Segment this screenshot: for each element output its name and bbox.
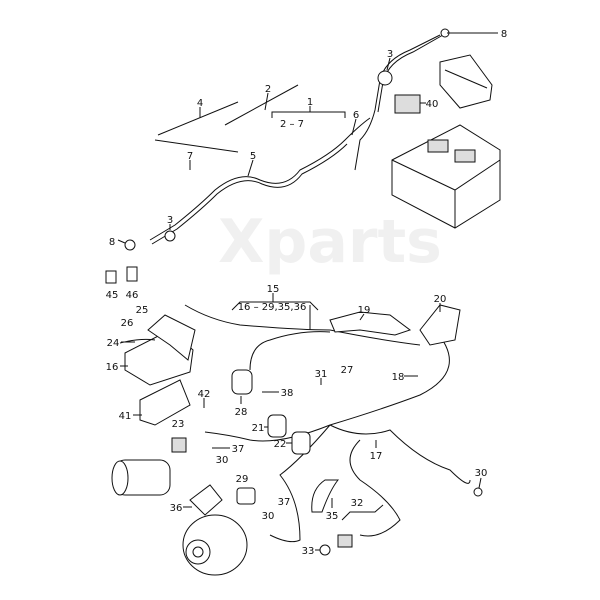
callout-label: 2 [265, 84, 271, 95]
alternator [182, 514, 248, 576]
connector-19 [329, 311, 412, 336]
grommet-3 [164, 230, 176, 242]
starter-motor [111, 459, 171, 496]
connector-29 [236, 487, 256, 505]
callout-label: 30 [216, 455, 229, 466]
callout-label: 26 [121, 318, 134, 329]
clip-46 [126, 266, 138, 282]
cable-tie-2 [224, 84, 299, 126]
connector-21 [267, 414, 287, 438]
connector-28 [231, 369, 253, 395]
callout-label: 41 [119, 411, 132, 422]
connector-23 [171, 437, 187, 453]
callout-label: 5 [250, 151, 256, 162]
callout-label: 18 [392, 372, 405, 383]
connector-22 [291, 431, 311, 455]
callout-label: 28 [235, 407, 248, 418]
hose-35 [311, 479, 340, 513]
callout-label: 2 – 7 [280, 119, 304, 130]
callout-label: 40 [426, 99, 439, 110]
callout-label: 35 [326, 511, 339, 522]
callout-label: 17 [370, 451, 383, 462]
callout-label: 1 [307, 97, 313, 108]
callout-label: 30 [475, 468, 488, 479]
leader-lines [117, 32, 498, 551]
callout-label: 29 [236, 474, 249, 485]
harness-1-b [151, 143, 348, 245]
callout-label: 38 [281, 388, 294, 399]
harness-1 [149, 117, 371, 241]
callout-label: 22 [274, 439, 287, 450]
cable-tie-4 [157, 101, 239, 136]
callout-label: 20 [434, 294, 447, 305]
callout-label: 8 [109, 237, 115, 248]
callout-label: 45 [106, 290, 119, 301]
watermark: Xparts [218, 207, 442, 277]
callout-label: 27 [341, 365, 354, 376]
sensor-32 [337, 534, 353, 548]
callout-label: 33 [302, 546, 315, 557]
callout-label: 21 [252, 423, 265, 434]
harness-15 [184, 304, 471, 543]
callout-label: 15 [267, 284, 280, 295]
fuse-holder-16 [119, 314, 196, 386]
callout-label: 23 [172, 419, 185, 430]
bracket-41 [139, 379, 191, 426]
clip-33 [319, 544, 331, 556]
clip-45 [105, 270, 117, 284]
fuse-box [439, 54, 493, 109]
callout-label: 42 [198, 389, 211, 400]
ignition-20 [419, 304, 461, 346]
callout-label: 3 [167, 215, 173, 226]
callout-labels: 8 3 40 2 4 1 2 – 7 6 7 5 3 8 45 46 15 16… [106, 29, 508, 557]
cable-tie-7 [154, 139, 239, 153]
callout-label: 3 [387, 49, 393, 60]
callout-label: 6 [353, 110, 359, 121]
relay-40 [394, 94, 421, 114]
callout-label: 46 [126, 290, 139, 301]
callout-label: 36 [170, 503, 183, 514]
callout-label: 16 [106, 362, 119, 373]
callout-label: 4 [197, 98, 203, 109]
callout-label: 30 [262, 511, 275, 522]
solenoid-36 [189, 484, 223, 516]
callout-label: 32 [351, 498, 364, 509]
battery [391, 124, 501, 229]
callout-label: 31 [315, 369, 328, 380]
nut-8 [124, 239, 136, 251]
callout-label: 19 [358, 305, 371, 316]
nut-30 [473, 487, 483, 497]
callout-label: 37 [278, 497, 291, 508]
battery-cable [354, 34, 441, 171]
callout-label: 25 [136, 305, 149, 316]
callout-label: 7 [187, 151, 193, 162]
callout-label: 24 [107, 338, 120, 349]
grommet-3-top [377, 70, 393, 86]
callout-label: 37 [232, 444, 245, 455]
callout-label: 16 – 29,35,36 [238, 302, 307, 313]
callout-label: 8 [501, 29, 507, 40]
